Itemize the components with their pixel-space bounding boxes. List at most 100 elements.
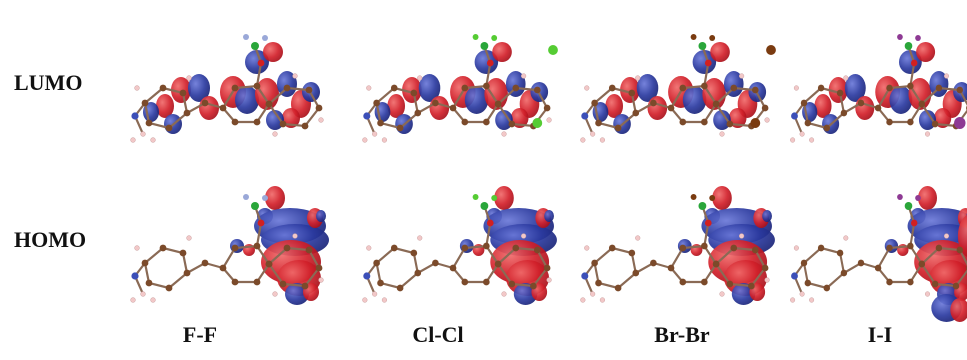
hydrogen-atom-4-1-4 xyxy=(793,85,799,91)
carbon-atom-1-2-19 xyxy=(201,259,209,267)
column-label-i-i: I-I xyxy=(867,322,893,347)
carbon-atom-2-2-15 xyxy=(533,246,541,254)
carbon-atom-1-1-6 xyxy=(145,119,153,127)
nitrogen-atom-4-1 xyxy=(791,112,798,120)
hydrogen-atom-1-1-5 xyxy=(186,75,192,81)
lumo-lobe-2-11 xyxy=(492,42,512,62)
carbon-atom-4-2-15 xyxy=(956,246,964,254)
lumo-lobe-2-12 xyxy=(505,71,526,97)
lumo-lobe-4-12 xyxy=(929,71,949,97)
lumo-lobe-2-8 xyxy=(464,86,489,114)
hydrogen-atom-3-2-6 xyxy=(739,233,745,239)
hydrogen-atom-4-2-2 xyxy=(790,297,796,303)
hydrogen-atom-3-2-3 xyxy=(599,297,606,303)
carbon-atom-1-2-2 xyxy=(159,244,167,252)
carbon-atom-1-1-7 xyxy=(219,104,227,112)
nitrogen-atom-2-2 xyxy=(363,272,371,280)
carbon-atom-2-1-15 xyxy=(533,86,541,94)
homo-lobe-4-3 xyxy=(918,186,937,210)
lumo-lobe-3-6 xyxy=(647,96,668,120)
fluorine-atom-b-4-1 xyxy=(915,35,921,41)
hydrogen-atom-2-2-6 xyxy=(521,233,527,239)
fluorine-atom-a-4-1 xyxy=(897,34,903,40)
lumo-lobe-4-9 xyxy=(908,78,932,110)
carbon-atom-4-2-2 xyxy=(817,244,825,252)
hydrogen-atom-3-1-3 xyxy=(599,137,606,143)
lumo-lobe-3-8 xyxy=(682,86,707,114)
lumo-lobe-3-5 xyxy=(636,74,659,102)
carbon-atom-2-2-11 xyxy=(483,278,490,286)
carbon-atom-2-1-12 xyxy=(461,118,469,126)
carbon-atom-2-2-14 xyxy=(512,244,520,252)
carbon-atom-1-2-16 xyxy=(315,264,323,272)
hydrogen-atom-3-2-8 xyxy=(719,291,725,297)
carbon-atom-2-1-8 xyxy=(461,84,469,92)
fluorine-atom-a-2-1 xyxy=(472,34,479,40)
carbon-atom-3-1-3 xyxy=(628,89,636,97)
carbon-atom-1-2-1 xyxy=(141,259,149,267)
lumo-lobe-3-3 xyxy=(620,77,640,103)
hydrogen-atom-2-1-4 xyxy=(366,85,372,91)
nitrogen-atom-3-1 xyxy=(581,112,589,120)
carbon-atom-1-1-19 xyxy=(201,99,209,107)
carbon-atom-3-2-6 xyxy=(595,279,602,287)
carbon-atom-3-2-16 xyxy=(761,264,769,272)
carbon-atom-4-2-3 xyxy=(836,249,844,257)
lumo-lobe-1-12 xyxy=(277,71,297,97)
lumo-lobe-1-10 xyxy=(245,50,269,74)
lumo-lobe-4-3 xyxy=(828,77,848,103)
carbon-atom-2-2-18 xyxy=(508,280,516,288)
lumo-lobe-2-15 xyxy=(510,108,529,128)
hydrogen-atom-4-1-5 xyxy=(843,75,849,81)
carbon-atom-2-1-6 xyxy=(377,119,384,127)
carbon-atom-1-2-6 xyxy=(145,279,153,287)
lumo-lobe-1-5 xyxy=(188,74,210,102)
carbon-atom-1-2-15 xyxy=(305,246,313,254)
oxygen-atom-2-1 xyxy=(486,59,494,67)
hydrogen-atom-4-1-1 xyxy=(799,131,805,137)
carbon-atom-2-1-14 xyxy=(512,84,520,92)
carbon-atom-4-2-9 xyxy=(907,242,914,250)
carbon-atom-1-2-3 xyxy=(179,249,187,257)
boron-atom-2-2 xyxy=(480,202,489,210)
lumo-lobe-4-16 xyxy=(918,110,937,130)
carbon-atom-2-2-5 xyxy=(396,284,404,292)
lumo-lobe-2-1 xyxy=(387,94,406,118)
hydrogen-atom-4-2-6 xyxy=(943,233,950,239)
carbon-atom-1-1-17 xyxy=(301,122,309,130)
homo-lobe-4-15 xyxy=(950,298,967,322)
lumo-lobe-2-16 xyxy=(495,110,513,130)
carbon-atom-4-1-11 xyxy=(907,118,914,126)
hydrogen-atom-1-1-7 xyxy=(318,117,324,123)
carbon-atom-2-1-5 xyxy=(396,124,404,132)
fluorine-atom-a-1-2 xyxy=(243,194,249,200)
hydrogen-atom-2-2-2 xyxy=(362,297,368,303)
carbon-atom-2-2-8 xyxy=(461,244,469,252)
hydrogen-atom-2-1-8 xyxy=(501,131,507,137)
carbon-atom-3-2-18 xyxy=(726,280,734,288)
panel-lumo-1 xyxy=(130,34,324,143)
carbon-atom-2-2-12 xyxy=(461,278,469,286)
lumo-lobe-3-16 xyxy=(713,110,731,130)
carbon-atom-3-1-15 xyxy=(751,86,759,94)
carbon-atom-4-1-8 xyxy=(886,84,893,92)
boron-atom-2-1 xyxy=(480,42,489,50)
carbon-atom-4-1-9 xyxy=(907,82,914,90)
carbon-atom-4-1-19 xyxy=(857,99,865,107)
fluorine-atom-b-1-1 xyxy=(262,35,268,41)
hydrogen-atom-3-2-7 xyxy=(764,277,770,283)
carbon-atom-1-2-18 xyxy=(279,280,287,288)
carbon-atom-4-1-14 xyxy=(935,84,943,92)
carbon-atom-4-1-18 xyxy=(931,120,939,128)
homo-lobe-2-10 xyxy=(544,210,554,222)
hydrogen-atom-4-2-4 xyxy=(793,245,799,251)
carbon-atom-3-2-2 xyxy=(608,244,616,252)
panel-lumo-2 xyxy=(362,34,558,143)
lumo-lobe-1-9 xyxy=(255,78,279,110)
oxygen-atom-1-1 xyxy=(257,59,265,67)
homo-lobe-4-13 xyxy=(957,215,967,257)
halogen-atom-top-2 xyxy=(548,45,558,55)
carbon-atom-4-1-12 xyxy=(886,118,893,126)
hydrogen-atom-2-2-7 xyxy=(546,277,552,283)
